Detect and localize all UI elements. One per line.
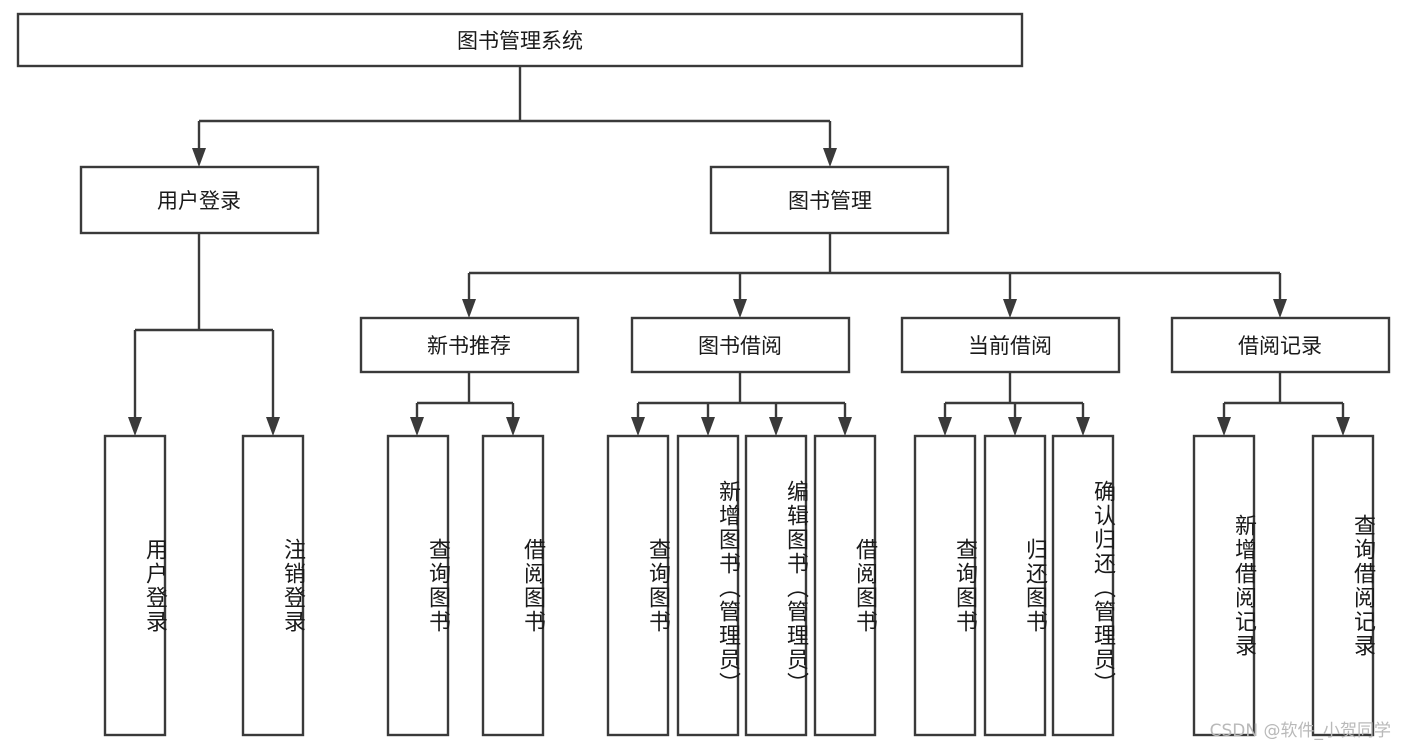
arrow-head-cb-leaf-2 <box>1008 417 1022 436</box>
node-book-management-label: 图书管理 <box>788 189 872 213</box>
node-borrow-record[interactable] <box>1170 316 1391 374</box>
leaf-current-borrow-2[interactable] <box>983 434 1047 737</box>
node-box-layer <box>16 12 1391 737</box>
arrow-head-book-borrow <box>733 299 747 318</box>
arrow-head-cb-leaf-3 <box>1076 417 1090 436</box>
arrow-head-new-book <box>462 299 476 318</box>
arrow-head-nb-leaf-2 <box>506 417 520 436</box>
leaf-book-borrow-3[interactable] <box>744 434 808 737</box>
connector-layer <box>128 66 1350 436</box>
arrow-head-user-login <box>192 148 206 167</box>
arrow-head-br-leaf-2 <box>1336 417 1350 436</box>
node-borrow-record-label: 借阅记录 <box>1238 334 1322 358</box>
leaf-book-borrow-4[interactable] <box>813 434 877 737</box>
node-root[interactable] <box>16 12 1024 68</box>
arrow-head-bb-leaf-2 <box>701 417 715 436</box>
leaf-book-borrow-1[interactable] <box>606 434 670 737</box>
node-user-login[interactable] <box>79 165 320 235</box>
leaf-user-login-1[interactable] <box>103 434 167 737</box>
node-book-borrow[interactable] <box>630 316 851 374</box>
node-book-management[interactable] <box>709 165 950 235</box>
arrow-head-bb-leaf-4 <box>838 417 852 436</box>
arrow-head-bb-leaf-1 <box>631 417 645 436</box>
node-new-book-recommend[interactable] <box>359 316 580 374</box>
node-user-login-label: 用户登录 <box>157 189 241 213</box>
leaf-current-borrow-1[interactable] <box>913 434 977 737</box>
arrow-head-nb-leaf-1 <box>410 417 424 436</box>
leaf-book-borrow-2[interactable] <box>676 434 740 737</box>
leaf-current-borrow-3[interactable] <box>1051 434 1115 737</box>
arrow-head-current-borrow <box>1003 299 1017 318</box>
leaf-borrow-record-2[interactable] <box>1311 434 1375 737</box>
node-new-book-recommend-label: 新书推荐 <box>427 334 511 358</box>
arrow-head-borrow-record <box>1273 299 1287 318</box>
arrow-head-leaf-user-login <box>128 417 142 436</box>
leaf-borrow-record-1[interactable] <box>1192 434 1256 737</box>
node-book-borrow-label: 图书借阅 <box>698 334 782 358</box>
node-current-borrow[interactable] <box>900 316 1121 374</box>
node-label-layer: 图书管理系统 用户登录 图书管理 新书推荐 图书借阅 当前借阅 借阅记录 <box>157 29 1322 358</box>
leaf-user-login-2[interactable] <box>241 434 305 737</box>
leaf-new-book-2[interactable] <box>481 434 545 737</box>
leaf-new-book-1[interactable] <box>386 434 450 737</box>
node-current-borrow-label: 当前借阅 <box>968 334 1052 358</box>
arrow-head-book-mgmt <box>823 148 837 167</box>
arrow-head-br-leaf-1 <box>1217 417 1231 436</box>
node-root-label: 图书管理系统 <box>457 29 583 53</box>
arrow-head-bb-leaf-3 <box>769 417 783 436</box>
arrow-head-leaf-logout <box>266 417 280 436</box>
arrow-head-cb-leaf-1 <box>938 417 952 436</box>
